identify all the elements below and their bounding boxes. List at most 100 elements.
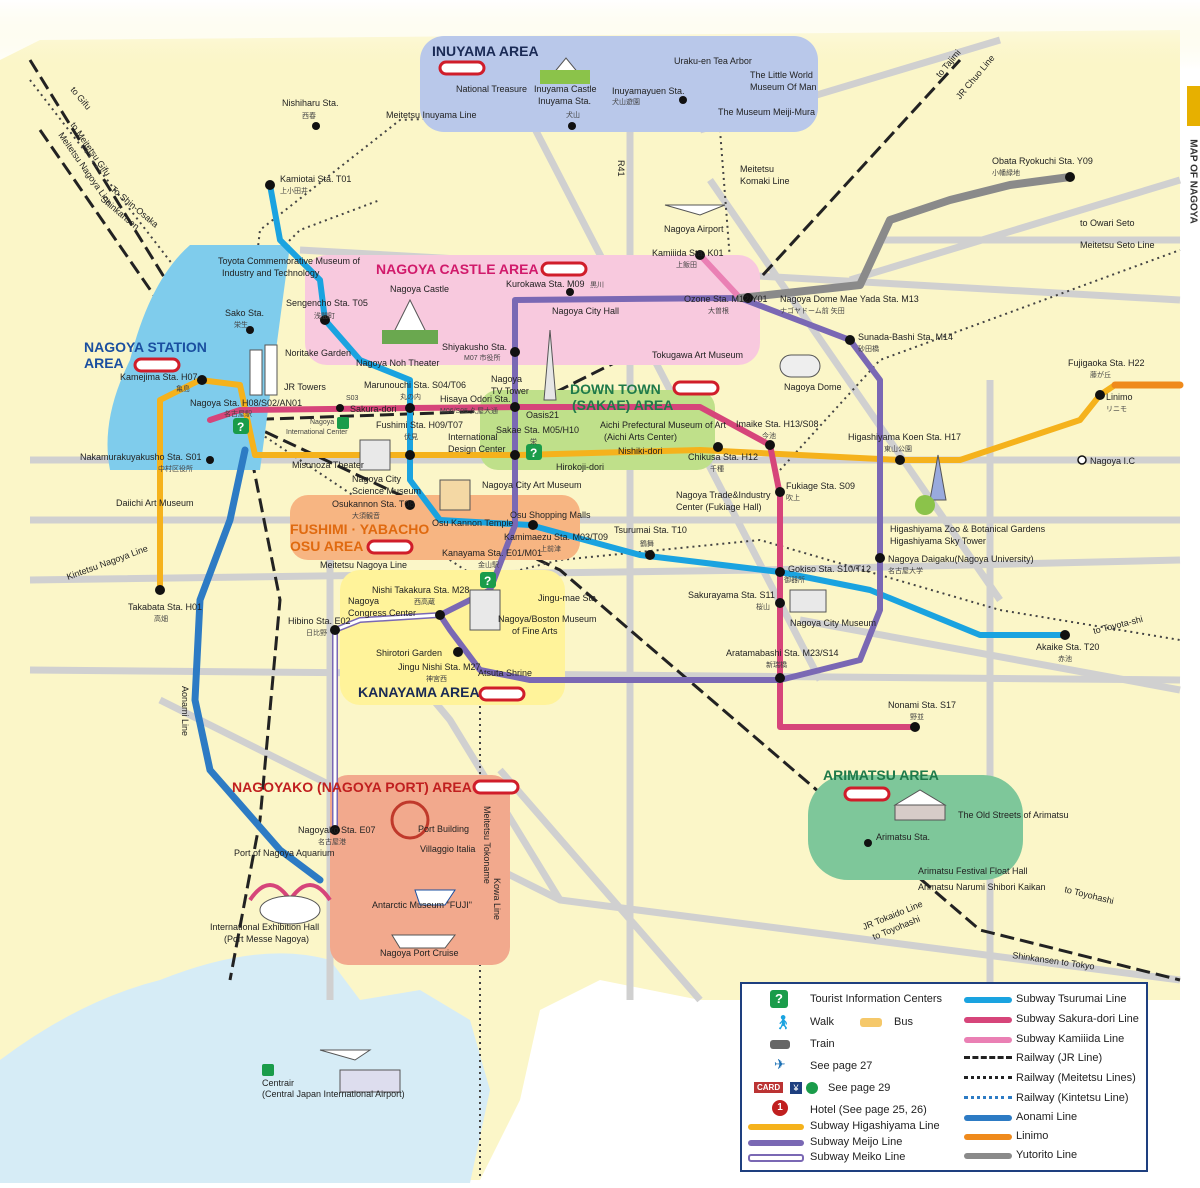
yen-icon: ¥ [790, 1082, 802, 1094]
sako-jp-label: 栄生 [234, 320, 248, 329]
aonami-line-label: Aonami Line [180, 686, 190, 736]
linimo-swatch [964, 1134, 1012, 1140]
to-owari-seto-label: to Owari Seto [1080, 218, 1135, 228]
nagoyako-area-bg [330, 775, 510, 965]
meitetsu-swatch [964, 1076, 1012, 1079]
jingu-nishi-jp-label: 神宮西 [426, 674, 447, 683]
higashiyama-zoo-label-2: Higashiyama Sky Tower [890, 536, 986, 546]
subway-mark-icon [806, 1082, 818, 1094]
legend-higashiyama: Subway Higashiyama Line [810, 1120, 940, 1132]
hirokoji-label: Hirokoji-dori [556, 462, 604, 472]
seto-line-label: Meitetsu Seto Line [1080, 240, 1155, 250]
aratamabashi-jp-label: 新瑞橋 [766, 660, 787, 669]
legend-bus: Bus [894, 1016, 913, 1028]
toyota-museum-label-1: Toyota Commemorative Museum of [218, 256, 361, 266]
nonami-label: Nonami Sta. S17 [888, 700, 956, 710]
komaki-line-label-1: Meitetsu [740, 164, 774, 174]
nagoyako-sta-label: Nagoyako Sta. E07 [298, 825, 376, 835]
legend-walk: Walk [810, 1016, 835, 1028]
nakamurakuyakusho-label: Nakamurakuyakusho Sta. S01 [80, 452, 202, 462]
hibino-label: Hibino Sta. E02 [288, 616, 351, 626]
centrair-label-1: Centrair [262, 1078, 294, 1088]
tokoname-line-label-2: Kowa Line [492, 878, 502, 920]
inuyama-area-title: INUYAMA AREA [432, 43, 539, 59]
international-center-label-2: International Center [286, 429, 348, 436]
osu-kannon-temple-label: Osu Kannon Temple [432, 518, 513, 528]
meiji-mura-label: The Museum Meiji-Mura [718, 107, 815, 117]
marunouchi-label: Marunouchi Sta. S04/T06 [364, 380, 466, 390]
shiyakusho-jp-label: M07 市役所 [464, 353, 501, 362]
jr-towers-label: JR Towers [284, 382, 326, 392]
sakuradori-swatch [964, 1017, 1012, 1023]
fujigaoka-jp-label: 藤が丘 [1090, 370, 1111, 379]
sakuradori-label: Sakura-dori [350, 404, 397, 414]
yutorito-swatch [964, 1153, 1012, 1159]
yutorito-line [736, 173, 1074, 302]
nagoya-daigaku-jp-label: 名古屋大学 [888, 566, 923, 575]
airplane-icon: ✈ [774, 1056, 786, 1072]
fukiage-label: Fukiage Sta. S09 [786, 481, 855, 491]
aquarium-label: Port of Nagoya Aquarium [234, 848, 335, 858]
higashiyama-koen-label: Higashiyama Koen Sta. H17 [848, 432, 961, 442]
urakuen-label: Uraku-en Tea Arbor [674, 56, 752, 66]
inuyamayuen-label: Inuyamayuen Sta. [612, 86, 685, 96]
arimatsu-streets-label: The Old Streets of Arimatsu [958, 810, 1069, 820]
arimatsu-sta-label: Arimatsu Sta. [876, 832, 930, 842]
boston-museum-label-2: of Fine Arts [512, 626, 558, 636]
nishi-takakura-jp-label: 西高蔵 [414, 597, 435, 606]
meiko-swatch [748, 1154, 804, 1162]
obata-jp-label: 小幡緑地 [992, 168, 1020, 177]
meitetsu-nagoya-line-label-2: Meitetsu Nagoya Line [320, 560, 407, 570]
s03-label: S03 [346, 395, 359, 402]
fushimi-area-title-2: OSU AREA [290, 538, 363, 554]
svg-text:?: ? [530, 446, 537, 460]
walk-icon: 🚶︎ [774, 1014, 792, 1030]
international-center-label-1: Nagoya [310, 419, 334, 426]
svg-text:?: ? [237, 420, 244, 434]
nagoya-station-area-title-2: AREA [84, 355, 124, 371]
gokiso-label: Gokiso Sta. S10/T12 [788, 564, 871, 574]
kamiotai-label: Kamiotai Sta. T01 [280, 174, 351, 184]
downtown-area-title-2: (SAKAE) AREA [572, 397, 673, 413]
svg-text:?: ? [484, 574, 491, 588]
card-icon: CARD [754, 1082, 784, 1093]
gokiso-jp-label: 御器所 [784, 575, 805, 584]
kintetsu-swatch [964, 1096, 1012, 1099]
boston-museum-label-1: Nagoya/Boston Museum [498, 614, 597, 624]
tourist-info-markers: ? ? ? [233, 417, 542, 1076]
nishiharu-label: Nishiharu Sta. [282, 98, 339, 108]
linimo-label: Linimo [1106, 392, 1133, 402]
bus-icon [860, 1018, 882, 1027]
city-museum-label: Nagoya City Museum [790, 618, 876, 628]
osukannon-jp-label: 大須観音 [352, 511, 380, 520]
legend-tsurumai: Subway Tsurumai Line [1016, 993, 1127, 1005]
nagoya-sta-jp-label: 名古屋駅 [224, 409, 252, 418]
higashiyama-koen-jp-label: 東山公園 [884, 444, 912, 453]
tokoname-line-label-1: Meitetsu Tokoname [482, 806, 492, 884]
nishiki-label: Nishiki-dori [618, 446, 663, 456]
trade-center-label-2: Center (Fukiage Hall) [676, 502, 762, 512]
inuyama-sta-label: Inuyama Sta. [538, 96, 591, 106]
nishi-takakura-label: Nishi Takakura Sta. M28 [372, 585, 469, 595]
legend-tourist-info: Tourist Information Centers [810, 993, 943, 1005]
aichi-museum-label-1: Aichi Prefectural Museum of Art [600, 420, 727, 430]
kurokawa-jp-label: 黒川 [590, 281, 604, 289]
ozone-label: Ozone Sta. M12/Y01 [684, 294, 768, 304]
landmark-icons [248, 57, 947, 1093]
tsurumai-swatch [964, 997, 1012, 1003]
ozone-jp-label: 大曽根 [708, 306, 729, 315]
nagoya-ic-label: Nagoya I.C [1090, 456, 1136, 466]
inuyamayuen-jp-label: 犬山遊園 [612, 97, 640, 106]
sunadabashi-label: Sunada-Bashi Sta. M14 [858, 332, 953, 342]
inuyama-line-label: Meitetsu Inuyama Line [386, 110, 477, 120]
nagoyako-area-title: NAGOYAKO (NAGOYA PORT) AREA [232, 779, 472, 795]
aichi-museum-label-2: (Aichi Arts Center) [604, 432, 677, 442]
city-hall-label: Nagoya City Hall [552, 306, 619, 316]
nagoya-ic-marker [1077, 455, 1087, 465]
congress-center-label-2: Congress Center [348, 608, 416, 618]
kanayama-area-title: KANAYAMA AREA [358, 684, 480, 700]
aratamabashi-label: Aratamabashi Sta. M23/S14 [726, 648, 839, 658]
antarctic-label: Antarctic Museum "FUJI" [372, 900, 472, 910]
akaike-jp-label: 赤池 [1058, 654, 1072, 663]
